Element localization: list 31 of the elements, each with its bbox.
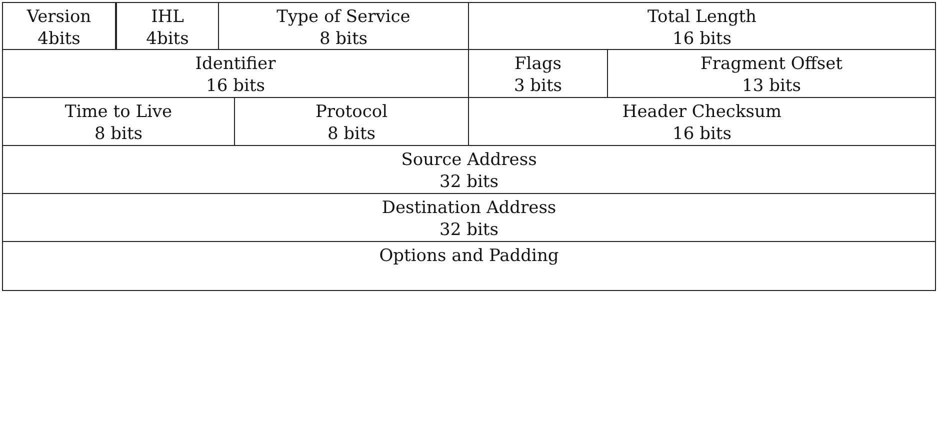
field-name: Total Length [647,6,757,28]
field-size: 32 bits [440,219,498,241]
field-size: 8 bits [319,28,368,50]
field-size: 4bits [146,28,189,50]
field-name: Protocol [315,101,388,123]
header-field-cell [116,2,219,50]
field-size: 8 bits [327,123,376,145]
field-size: 16 bits [206,75,265,97]
field-name: Identifier [195,53,276,75]
header-field-cell [2,241,936,291]
field-size: 8 bits [94,123,143,145]
field-name: IHL [151,6,184,28]
field-size: 3 bits [514,75,562,97]
field-name: Version [26,6,92,28]
field-name: Destination Address [382,197,556,219]
field-size: 32 bits [440,171,498,193]
field-name: Fragment Offset [700,53,842,75]
header-field-cell [2,145,936,194]
field-size: 13 bits [742,75,801,97]
field-size: 16 bits [672,123,732,145]
field-size: 4bits [38,28,80,50]
field-name: Flags [514,53,562,75]
field-name: Header Checksum [622,101,782,123]
field-size: 16 bits [672,28,732,50]
header-field-cell [2,193,936,242]
header-field-cell [468,2,936,50]
field-name: Options and Padding [379,245,559,267]
field-name: Time to Live [64,101,172,123]
header-field-cell [2,2,116,50]
field-name: Source Address [401,149,537,171]
field-name: Type of Service [276,6,410,28]
